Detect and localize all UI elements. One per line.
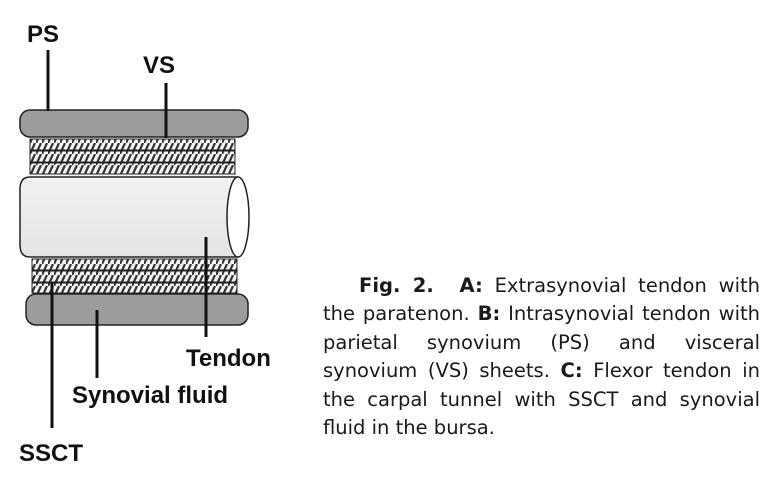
ssct-label: SSCT (19, 440, 83, 467)
caption-b-text: Intrasynovial tendon with parietal synov… (323, 302, 760, 383)
tendon-label: Tendon (186, 345, 271, 372)
figure-number: Fig. 2. (359, 274, 434, 297)
caption-b-label: B: (477, 302, 501, 326)
tendon-sheath-diagram: PS VS Tendon Synovial fluid SSCT (19, 21, 271, 467)
tendon-cylinder (19, 176, 250, 258)
synovial-fluid-label: Synovial fluid (72, 382, 228, 409)
vs-label: VS (143, 52, 175, 79)
caption-a-label: A: (459, 274, 483, 297)
ssct-lower-layers (31, 258, 238, 294)
ps-label: PS (27, 21, 59, 48)
parietal-synovium-bottom (25, 293, 249, 326)
ssct-upper-layers (29, 138, 236, 175)
figure-caption: Fig. 2. A: Extrasynovial tendon with the… (323, 272, 760, 442)
parietal-synovium-top (19, 109, 249, 138)
caption-c-text: Flexor tendon in the carpal tunnel with … (323, 359, 761, 440)
caption-a-text: Extrasynovial tendon with the paratenon. (323, 274, 760, 326)
caption-c-label: C: (560, 359, 583, 383)
